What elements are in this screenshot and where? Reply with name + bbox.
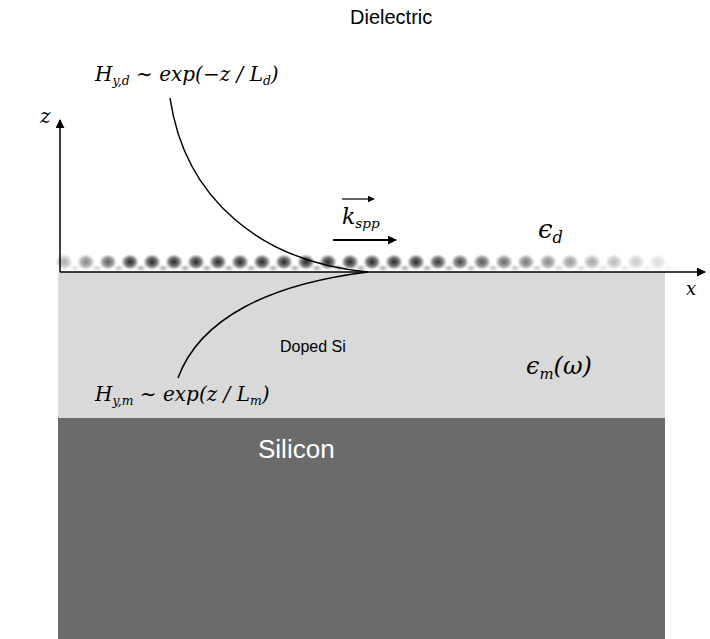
field-formula: Hy,m ∼ exp(z / Lm) <box>95 382 270 408</box>
subscript: y,d <box>112 73 129 88</box>
subscript: y,m <box>112 393 133 408</box>
x-axis <box>60 271 705 273</box>
vector-arrow <box>342 198 374 199</box>
decay-curve-dielectric <box>170 98 368 272</box>
label-text: Dielectric <box>350 6 432 28</box>
axis-label: z <box>40 104 51 128</box>
z-axis <box>59 120 61 272</box>
permittivity-label: ϵd <box>538 214 563 247</box>
label-text: ϵ <box>538 214 553 244</box>
label-text: H <box>95 62 112 86</box>
permittivity-label: ϵm(ω) <box>526 352 592 383</box>
label-text: H <box>95 382 112 406</box>
layer-label: Doped Si <box>280 338 346 356</box>
label-text: x <box>686 278 696 299</box>
label-text: ϵ <box>526 352 539 380</box>
decay-curve-metal <box>178 272 368 378</box>
subscript: m <box>250 393 262 408</box>
subscript: d <box>553 228 563 247</box>
field-pattern <box>55 254 675 272</box>
label-text: (ω) <box>554 352 592 380</box>
label-text: ) <box>271 62 279 86</box>
field-minimum <box>663 264 675 272</box>
subscript: m <box>539 365 553 383</box>
label-text: z <box>40 104 51 128</box>
axis-label: x <box>686 278 696 299</box>
propagation-arrow <box>333 239 396 241</box>
label-text: ∼ exp(z / L <box>134 382 250 406</box>
substrate-layer: Silicon <box>58 418 665 639</box>
label-text: ∼ exp(−z / L <box>130 62 263 86</box>
subscript: d <box>263 73 271 88</box>
label-text: ) <box>262 382 270 406</box>
subscript: spp <box>355 215 379 231</box>
label-text: k <box>342 204 355 229</box>
layer-label: Silicon <box>258 434 335 465</box>
wavevector-label: kspp <box>342 204 380 231</box>
region-label: Dielectric <box>350 6 432 29</box>
field-formula: Hy,d ∼ exp(−z / Ld) <box>95 62 279 88</box>
